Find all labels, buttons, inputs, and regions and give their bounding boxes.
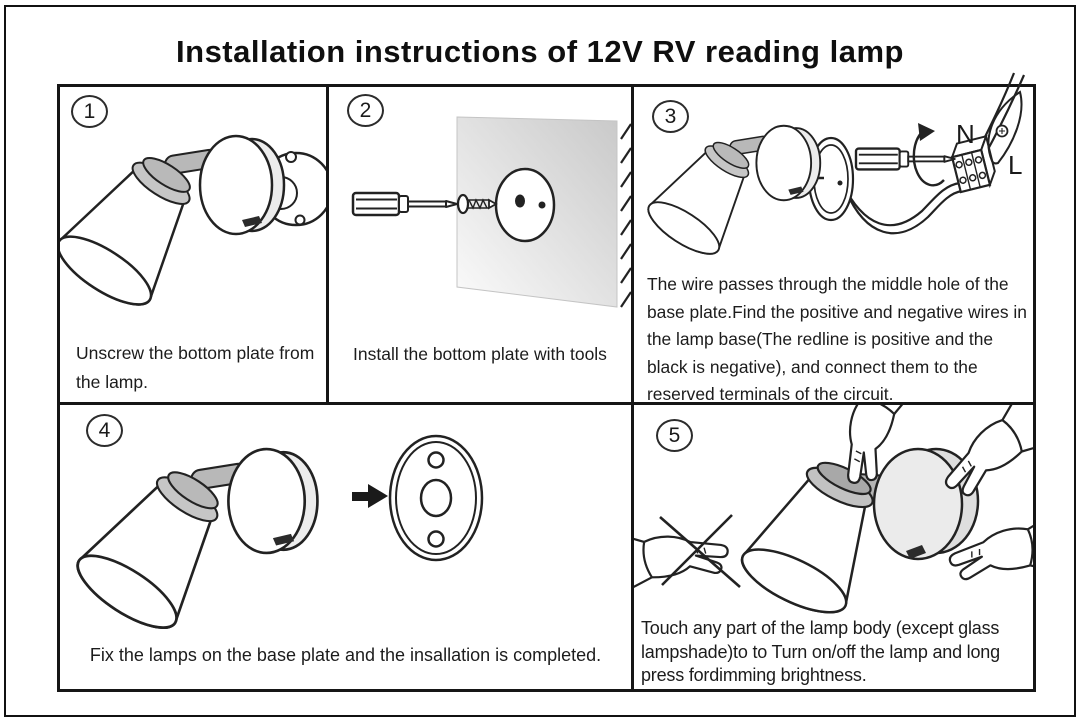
step-4-number: 4 — [98, 418, 111, 442]
steps-grid: 1 Unscrew the bottom plate from the lamp… — [57, 72, 1036, 692]
terminal-block — [950, 132, 996, 194]
step-2-number: 2 — [359, 98, 372, 122]
panel-step-4: 4 Fix the lamps on the base plate and th… — [60, 405, 634, 689]
base-plate — [388, 434, 484, 562]
step-3-illustration: N L — [640, 72, 1026, 265]
step-3-badge: 3 — [652, 100, 689, 133]
step-2-illustration — [351, 116, 631, 308]
step-2-caption: Install the bottom plate with tools — [353, 344, 607, 364]
step-5-badge: 5 — [656, 419, 693, 452]
panel-step-1: 1 Unscrew the bottom plate from the lamp… — [60, 87, 329, 405]
step-1-badge: 1 — [71, 95, 108, 128]
arrow-right-icon — [352, 484, 388, 508]
step-2-badge: 2 — [347, 94, 384, 127]
step-3-number: 3 — [664, 104, 677, 128]
wall-hatching — [620, 123, 631, 308]
step-5-number: 5 — [668, 423, 681, 447]
rotation-arrow-icon — [912, 123, 945, 187]
step-5-illustration — [634, 405, 1033, 614]
lamp-illustration — [640, 124, 822, 265]
step-4-illustration — [66, 434, 484, 641]
lamp-shade — [740, 461, 874, 614]
screw-icon — [456, 193, 498, 215]
panel-step-3: 3 — [634, 72, 1033, 405]
step-1-number: 1 — [83, 99, 96, 123]
step-3-caption: The wire passes through the middle hole … — [647, 274, 1027, 404]
outer-border — [4, 5, 1076, 717]
screwdriver-icon — [351, 191, 459, 217]
step-5-caption: Touch any part of the lamp body (except … — [641, 618, 1000, 686]
screwdriver-icon — [854, 147, 956, 171]
neutral-wire-label: N — [956, 119, 975, 149]
wire — [841, 181, 963, 235]
wire-loop — [987, 90, 1023, 165]
step-4-badge: 4 — [86, 414, 123, 447]
base-plate — [494, 167, 556, 243]
step-1-caption: Unscrew the bottom plate from the lamp. — [76, 343, 315, 392]
page-title: Installation instructions of 12V RV read… — [176, 34, 904, 69]
step-1-illustration — [60, 134, 326, 318]
prohibition-cross-icon — [659, 514, 741, 588]
live-wire-label: L — [1008, 150, 1022, 180]
panel-step-2: 2 — [329, 87, 634, 405]
step-4-caption: Fix the lamps on the base plate and the … — [89, 645, 602, 665]
panel-step-5: 5 — [634, 405, 1033, 689]
lamp-illustration — [66, 447, 319, 641]
lamp-illustration — [60, 134, 286, 318]
